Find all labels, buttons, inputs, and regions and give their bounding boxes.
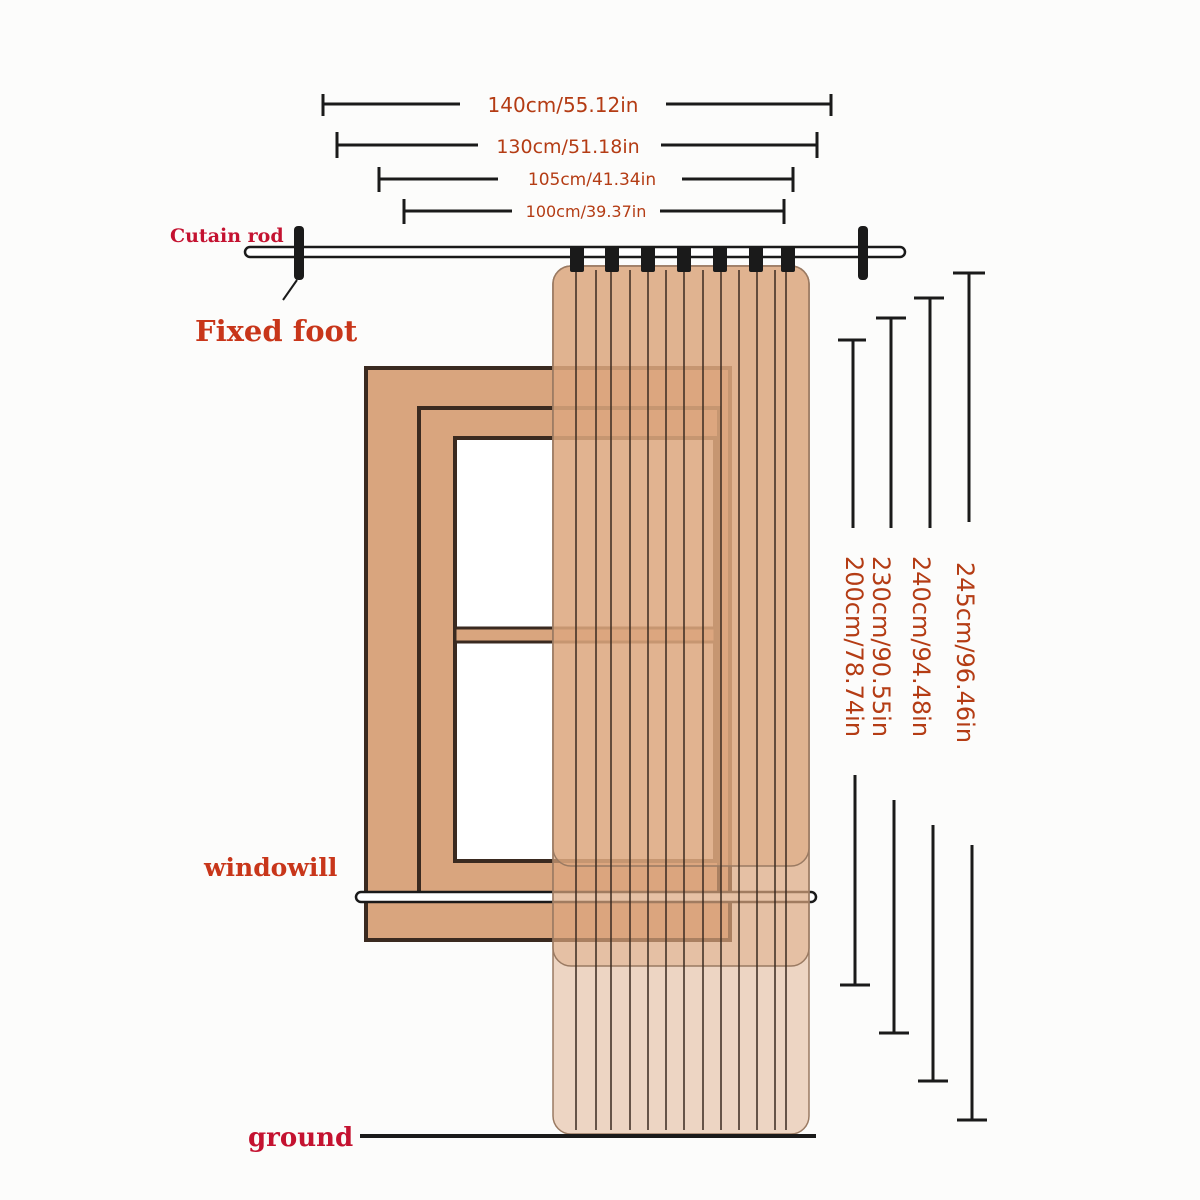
curtain-panels (552, 265, 810, 1135)
curtain-panel-230 (552, 265, 810, 867)
height-label-240: 240cm/94.48in (907, 556, 935, 737)
fixed-foot-label: Fixed foot (195, 314, 358, 348)
windowsill-rail (354, 890, 818, 904)
width-dimension-100 (402, 199, 786, 224)
curtain-tabs (570, 246, 795, 272)
width-label-130: 130cm/51.18in (496, 136, 639, 158)
rod-end-right (858, 226, 868, 280)
height-label-245: 245cm/96.46in (951, 562, 979, 743)
height-label-200: 200cm/78.74in (840, 556, 868, 737)
fixed-foot-pointer (282, 279, 298, 301)
width-label-100: 100cm/39.37in (526, 202, 647, 221)
width-label-105: 105cm/41.34in (528, 170, 656, 190)
height-dimension-245 (953, 271, 987, 1122)
ground-label: ground (248, 1123, 353, 1153)
width-dimension-105 (377, 167, 795, 192)
curtain-pleats (575, 270, 787, 1130)
width-dimension-140 (321, 94, 833, 116)
height-dimension-200 (838, 338, 870, 987)
width-dimension-130 (335, 132, 819, 158)
height-dimension-240 (914, 296, 948, 1083)
curtain-rod-label: Cutain rod (170, 225, 284, 247)
windowsill-label: windowill (203, 853, 337, 882)
rod-end-left (294, 226, 304, 280)
width-label-140: 140cm/55.12in (488, 93, 639, 117)
height-dimension-230 (876, 316, 909, 1035)
height-label-230: 230cm/90.55in (867, 556, 895, 737)
